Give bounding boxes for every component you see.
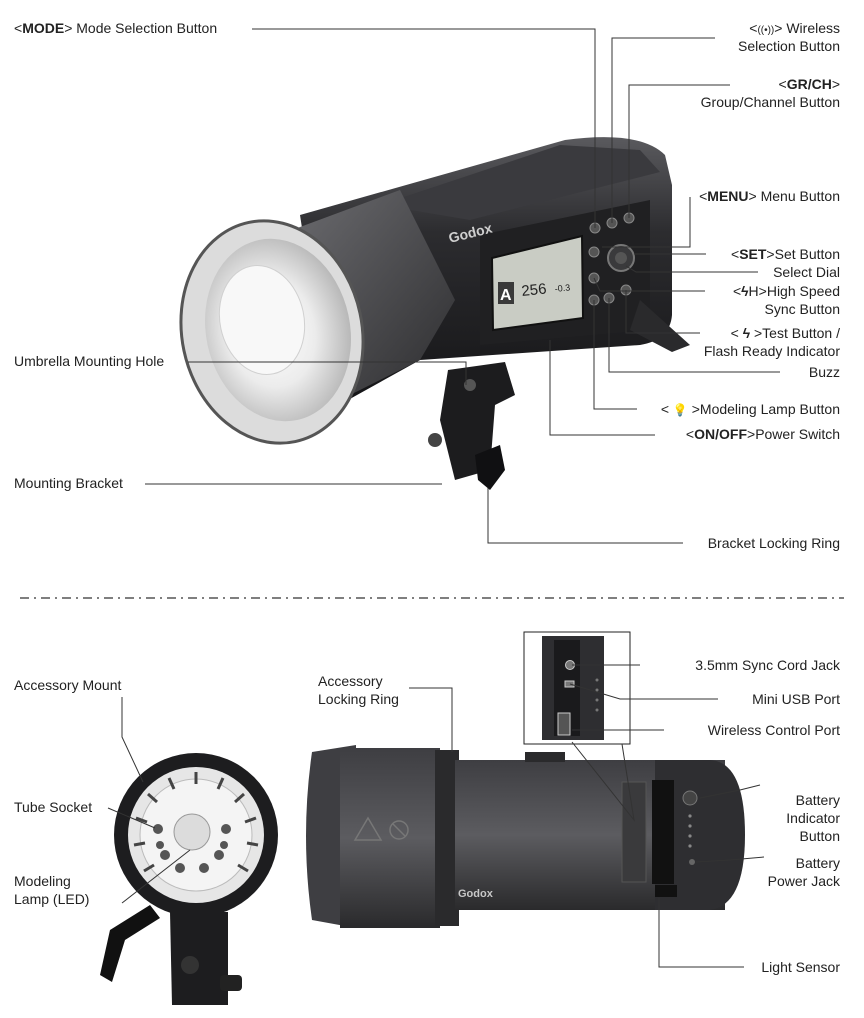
- inset-usb: [564, 680, 575, 688]
- umbrella-hole: [464, 379, 476, 391]
- side-head-barrel: [340, 748, 440, 928]
- lcd-sub-text: -0.3: [554, 282, 570, 294]
- mounting-bracket: [440, 362, 515, 480]
- label-battery-indicator-line3: Button: [799, 828, 840, 844]
- label-battery-power-jack: Battery: [795, 855, 840, 871]
- flash-top-ridge: [380, 145, 660, 220]
- label-mounting-bracket: Mounting Bracket: [14, 475, 123, 491]
- label-modeling-lamp: Modeling: [14, 873, 71, 889]
- label-test-button: < ϟ >Test Button /: [730, 325, 840, 341]
- inset-wcp: [557, 712, 571, 736]
- label-select-dial: Select Dial: [773, 264, 840, 280]
- front-handle: [100, 905, 160, 982]
- lcd-value-text: 256: [521, 280, 548, 300]
- label-grch-button: <GR/CH>: [778, 76, 841, 92]
- flash-tube-dome: [218, 264, 306, 376]
- battery-indicator-button: [682, 790, 698, 806]
- inset-leds: [595, 678, 599, 712]
- label-wireless-line2: Selection Button: [738, 38, 840, 54]
- front-radial-slots: [133, 772, 259, 873]
- label-sync-cord-jack: 3.5mm Sync Cord Jack: [695, 657, 840, 673]
- label-set-button: <SET>Set Button: [731, 246, 840, 262]
- label-accessory-locking-ring: Accessory: [318, 673, 383, 689]
- rear-stand: [630, 300, 690, 352]
- label-tube-socket: Tube Socket: [14, 799, 93, 815]
- top-leader-lines: [145, 28, 780, 544]
- label-grch-line2: Group/Channel Button: [700, 94, 840, 110]
- label-buzz: Buzz: [808, 364, 840, 380]
- label-battery-power-jack-line2: Power Jack: [767, 873, 840, 889]
- front-led-lamp: [173, 813, 211, 851]
- side-view: [306, 745, 745, 928]
- label-mini-usb: Mini USB Port: [752, 691, 840, 707]
- label-modeling-button: < 💡 >Modeling Lamp Button: [660, 401, 840, 417]
- lcd-mode-box: [498, 282, 514, 304]
- side-leader-lines: [409, 664, 765, 968]
- label-mode-button: <MODE> Mode Selection Button: [14, 20, 218, 36]
- front-knob: [181, 956, 199, 974]
- lcd-screen: [490, 234, 585, 332]
- label-battery-indicator-line2: Indicator: [786, 810, 840, 826]
- label-menu-button: <MENU> Menu Button: [699, 188, 840, 204]
- front-bracket: [170, 912, 228, 1005]
- side-foot: [525, 752, 565, 762]
- front-leader-lines: [107, 697, 191, 904]
- label-light-sensor: Light Sensor: [761, 959, 840, 975]
- label-modeling-lamp-line2: Lamp (LED): [14, 891, 90, 907]
- side-light-sensor: [655, 885, 677, 897]
- port-zoom-inset: [523, 631, 635, 822]
- battery-leds: [688, 814, 692, 848]
- label-accessory-locking-ring-line2: Locking Ring: [318, 691, 399, 707]
- flash-unit-main: [179, 137, 690, 490]
- front-view: [100, 753, 278, 1005]
- side-port-door: [621, 781, 647, 883]
- label-wireless-button: <((•))> Wireless: [749, 20, 840, 36]
- bracket-side-knob: [428, 433, 442, 447]
- side-warning-icons: [353, 816, 409, 841]
- label-umbrella-hole: Umbrella Mounting Hole: [14, 353, 165, 369]
- label-hss-button: <ϟH>High Speed: [732, 283, 840, 299]
- front-sockets: [153, 824, 231, 873]
- brand-logo-side: Godox: [458, 888, 494, 900]
- label-power-switch: <ON/OFF>Power Switch: [685, 426, 840, 442]
- label-bracket-lock-ring: Bracket Locking Ring: [707, 535, 840, 551]
- label-accessory-mount: Accessory Mount: [14, 677, 122, 693]
- label-battery-indicator: Battery: [795, 792, 840, 808]
- side-battery: [655, 760, 745, 910]
- bracket-lock-knob: [475, 445, 505, 490]
- label-test-line2: Flash Ready Indicator: [703, 343, 840, 359]
- side-battery-slot: [652, 780, 674, 884]
- label-wireless-control-port: Wireless Control Port: [707, 722, 840, 738]
- battery-power-jack: [689, 859, 695, 865]
- front-side-knob: [220, 975, 242, 991]
- lcd-mode-text: A: [500, 287, 512, 304]
- label-hss-line2: Sync Button: [764, 301, 841, 317]
